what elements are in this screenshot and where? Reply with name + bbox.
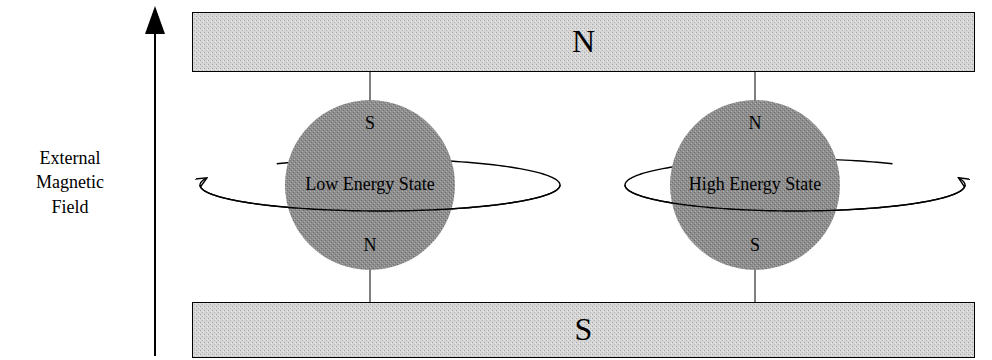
- pole-letter: N: [364, 236, 377, 256]
- spin-sphere: N High Energy StateS: [670, 100, 840, 270]
- pole-letter: N: [749, 114, 762, 134]
- pole-letter: S: [575, 312, 593, 347]
- state-label: High Energy State: [689, 175, 822, 195]
- magnet-pole-bar: N: [192, 12, 975, 72]
- magnet-bar: [193, 13, 975, 72]
- magnet-bar: [193, 303, 975, 358]
- axis-line: [370, 72, 371, 100]
- pole-letter: S: [365, 114, 375, 134]
- pole-letter: S: [750, 236, 760, 256]
- axis-line: [370, 270, 371, 302]
- axis-line: [755, 72, 756, 100]
- spin-sphere: S Low Energy StateN: [285, 100, 455, 270]
- magnet-pole-bar: S: [192, 302, 975, 358]
- axis-line: [755, 270, 756, 302]
- field-arrow-head: [145, 6, 165, 34]
- pole-letter: N: [572, 24, 595, 59]
- axis-label: External Magnetic Field: [20, 146, 120, 219]
- state-label: Low Energy State: [305, 175, 435, 195]
- sphere-body: [285, 100, 455, 270]
- field-arrow-shaft: [154, 32, 156, 356]
- sphere-body: [670, 100, 840, 270]
